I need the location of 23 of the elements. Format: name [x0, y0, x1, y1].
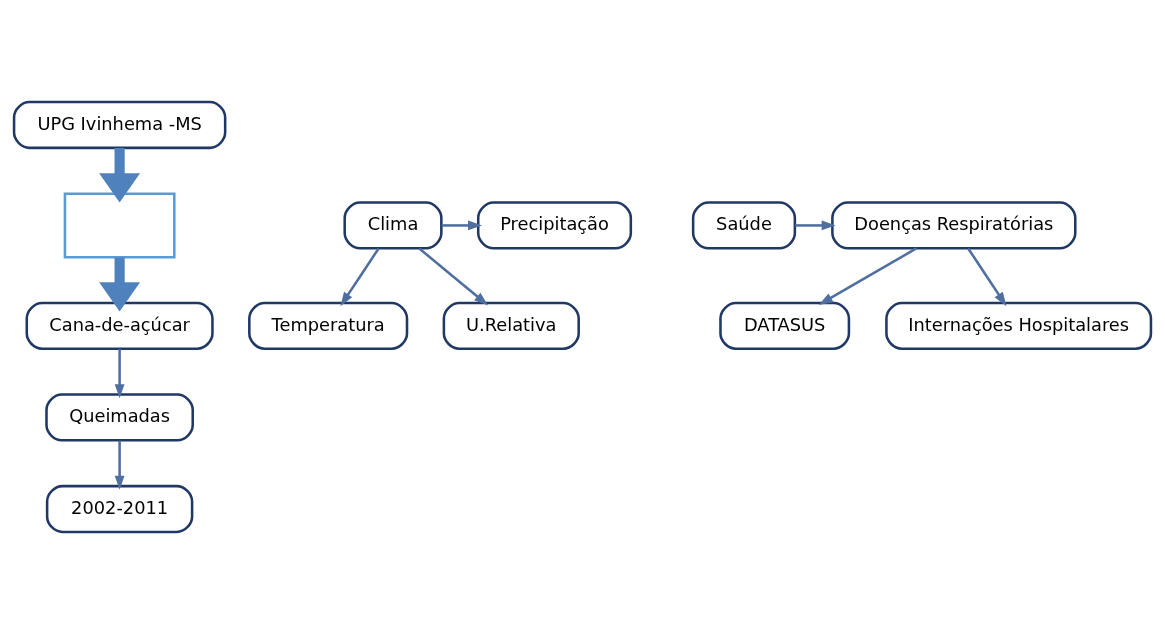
node-box: Saúde [691, 201, 797, 250]
node-box: Clima [343, 201, 443, 250]
arrow [340, 247, 380, 307]
node-box: U.Relativa [442, 301, 580, 351]
arrow [967, 247, 1007, 307]
arrow [441, 220, 483, 231]
node-box [63, 192, 176, 259]
node-box: Cana-de-açúcar [25, 301, 214, 351]
arrow [114, 349, 125, 399]
arrow [818, 247, 917, 305]
arrow [114, 440, 125, 490]
node-box: 2002-2011 [45, 484, 194, 534]
arrow [795, 220, 836, 231]
node-box: DATASUS [719, 301, 851, 351]
node-box: Queimadas [45, 393, 194, 442]
node-box: Internações Hospitalares [885, 301, 1153, 351]
arrow [99, 148, 141, 203]
node-box: Precipitação [476, 201, 633, 250]
node-box: Temperatura [248, 301, 409, 351]
node-box: UPG Ivinhema -MS [12, 100, 227, 150]
arrow [418, 247, 489, 306]
arrow [99, 257, 141, 312]
node-box: Doenças Respiratórias [831, 201, 1077, 250]
